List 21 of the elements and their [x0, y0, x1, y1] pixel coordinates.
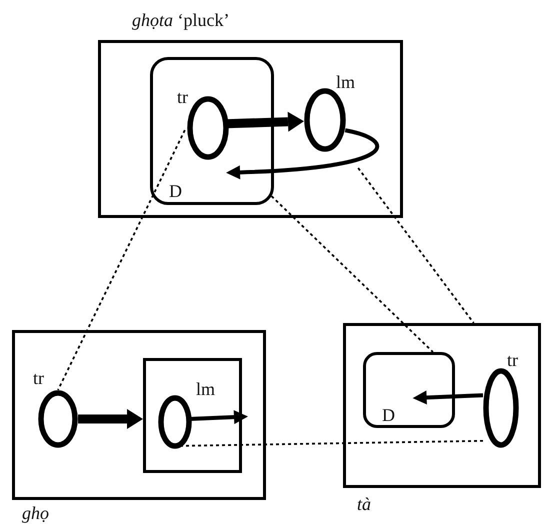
node-label: tr: [177, 87, 188, 107]
node-label: tr: [507, 350, 518, 370]
rounded-box: [150, 57, 274, 205]
node-label: D: [169, 181, 182, 201]
dotted-line: [57, 130, 186, 390]
thick-arrow: [226, 112, 304, 132]
node-label: D: [382, 405, 395, 425]
word-label: tà: [357, 494, 372, 514]
rounded-box: [363, 352, 455, 428]
dotted-line: [357, 167, 474, 324]
dotted-line: [270, 195, 434, 353]
arrow: [412, 390, 484, 404]
word-label: ghọ: [22, 503, 49, 523]
node-label: lm: [336, 72, 356, 92]
inner-frame: [143, 358, 242, 473]
node-label: tr: [33, 368, 44, 388]
arrow: [188, 410, 248, 424]
node-label: lm: [196, 379, 216, 399]
curved-arrow: [226, 128, 379, 180]
gloss-heading: ghọta ‘pluck’: [132, 10, 230, 30]
thick-arrow: [78, 408, 143, 429]
